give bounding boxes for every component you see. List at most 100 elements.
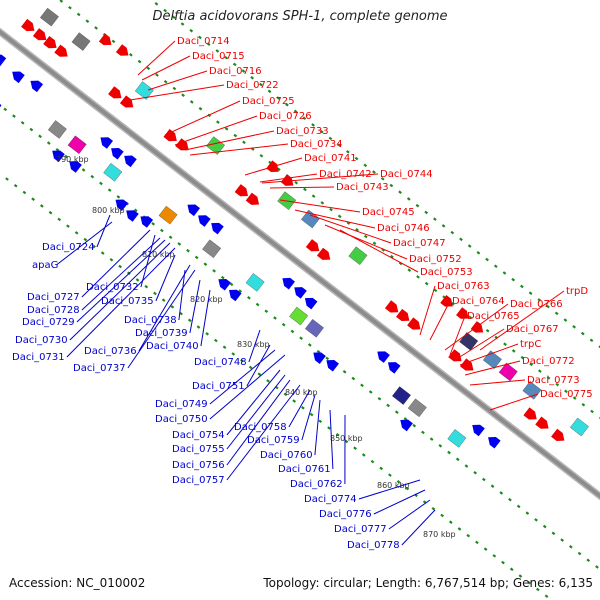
gene-arrow-shape bbox=[175, 138, 189, 151]
reverse-gene-connector bbox=[96, 214, 111, 248]
reverse-gene-arrow bbox=[488, 436, 501, 449]
gene-box-shape bbox=[498, 362, 518, 382]
gene-arrow-shape bbox=[111, 147, 124, 160]
gene-box-shape bbox=[392, 386, 411, 405]
reverse-gene-connector bbox=[200, 289, 211, 347]
reverse-gene-connector bbox=[329, 409, 334, 470]
forward-gene-connector bbox=[184, 130, 275, 151]
forward-gene-arrow bbox=[163, 129, 177, 142]
forward-gene-connector bbox=[269, 186, 335, 189]
forward-gene-label: Daci_0743 bbox=[336, 182, 389, 193]
forward-gene-arrow bbox=[43, 36, 57, 49]
gene-box-shape bbox=[407, 398, 427, 418]
forward-gene-connector bbox=[294, 209, 376, 229]
map-title: Delftia acidovorans SPH-1, complete geno… bbox=[152, 9, 448, 24]
gene-arrow-shape bbox=[100, 137, 114, 149]
gene-arrow-shape bbox=[108, 86, 122, 99]
forward-gene-box bbox=[40, 7, 59, 27]
gene-arrow-shape bbox=[316, 247, 331, 260]
forward-gene-arrow bbox=[98, 33, 112, 46]
gene-arrow-shape bbox=[535, 416, 549, 429]
accession-label: Accession: NC_010002 bbox=[9, 576, 146, 590]
gene-arrow-shape bbox=[407, 317, 421, 330]
gene-arrow-shape bbox=[305, 239, 320, 252]
forward-gene-arrow bbox=[305, 239, 320, 252]
forward-gene-connector bbox=[164, 100, 241, 136]
reverse-gene-arrow bbox=[0, 54, 7, 67]
reverse-gene-box bbox=[407, 398, 427, 418]
reverse-gene-label: Daci_0749 bbox=[155, 399, 208, 410]
reverse-gene-connector bbox=[127, 269, 196, 369]
forward-gene-label: Daci_0742 bbox=[319, 169, 372, 180]
gene-arrow-shape bbox=[280, 174, 294, 186]
forward-gene-arrow bbox=[396, 308, 410, 322]
forward-gene-label: Daci_0765 bbox=[467, 311, 520, 322]
reverse-gene-arrow bbox=[313, 352, 326, 364]
forward-gene-connector bbox=[479, 290, 565, 351]
gene-arrow-shape bbox=[115, 44, 129, 56]
forward-gene-label: Daci_0745 bbox=[362, 207, 415, 218]
gene-box-shape bbox=[301, 209, 320, 229]
reverse-gene-label: Daci_0738 bbox=[124, 315, 177, 326]
reverse-gene-arrow bbox=[294, 287, 307, 299]
reverse-gene-box bbox=[245, 273, 265, 292]
kbp-tick-label: 850 kbp bbox=[330, 434, 363, 443]
gene-arrow-shape bbox=[294, 287, 307, 299]
reverse-gene-arrow bbox=[400, 419, 413, 432]
reverse-gene-arrow bbox=[30, 80, 44, 93]
forward-gene-connector bbox=[244, 157, 303, 176]
reverse-gene-label: Daci_0729 bbox=[22, 317, 75, 328]
reverse-gene-connector bbox=[138, 264, 191, 352]
forward-gene-connector bbox=[261, 173, 379, 184]
gene-box-shape bbox=[202, 239, 222, 258]
gene-box-shape bbox=[447, 429, 467, 448]
forward-gene-label: Daci_0775 bbox=[540, 389, 593, 400]
forward-gene-arrow bbox=[384, 300, 399, 313]
reverse-gene-label: Daci_0737 bbox=[73, 363, 126, 374]
forward-gene-arrow bbox=[234, 184, 249, 197]
reverse-gene-arrow bbox=[115, 199, 129, 212]
reverse-gene-label: Daci_0757 bbox=[172, 475, 225, 486]
forward-gene-connector bbox=[147, 70, 208, 91]
gene-box-shape bbox=[305, 319, 324, 338]
reverse-gene-box bbox=[67, 135, 87, 154]
forward-gene-label: Daci_0752 bbox=[409, 254, 462, 265]
forward-gene-arrow bbox=[460, 358, 474, 371]
reverse-gene-arrow bbox=[111, 147, 124, 160]
reverse-gene-label: Daci_0759 bbox=[247, 435, 300, 446]
reverse-gene-arrow bbox=[126, 210, 139, 222]
forward-gene-connector bbox=[141, 55, 191, 81]
reverse-gene-connector bbox=[155, 254, 176, 302]
forward-gene-label: Daci_0722 bbox=[226, 80, 279, 91]
forward-gene-connector bbox=[489, 393, 539, 411]
reverse-gene-connector bbox=[140, 234, 156, 288]
gene-arrow-shape bbox=[119, 95, 134, 108]
gene-arrow-shape bbox=[472, 424, 485, 437]
forward-gene-arrow bbox=[108, 86, 122, 99]
forward-gene-arrow bbox=[407, 317, 421, 330]
forward-gene-arrow bbox=[245, 192, 260, 205]
forward-gene-arrow bbox=[280, 174, 294, 186]
gene-arrow-shape bbox=[304, 297, 318, 310]
forward-gene-label: Daci_0726 bbox=[259, 111, 312, 122]
forward-gene-label: trpC bbox=[520, 339, 541, 350]
forward-gene-arrow bbox=[440, 295, 453, 307]
reverse-gene-label: Daci_0739 bbox=[135, 328, 188, 339]
gene-arrow-shape bbox=[440, 295, 453, 307]
gene-arrow-shape bbox=[98, 33, 112, 46]
gene-arrow-shape bbox=[12, 71, 25, 84]
forward-gene-box bbox=[348, 246, 368, 265]
forward-gene-arrow bbox=[523, 407, 537, 420]
reverse-gene-label: Daci_0760 bbox=[260, 450, 313, 461]
gene-box-shape bbox=[289, 306, 309, 326]
gene-box-shape bbox=[71, 32, 91, 51]
gene-arrow-shape bbox=[140, 216, 154, 228]
forward-gene-arrow bbox=[175, 138, 189, 151]
gene-arrow-shape bbox=[187, 204, 201, 217]
forward-gene-box bbox=[71, 32, 91, 51]
gene-arrow-shape bbox=[54, 44, 68, 57]
reverse-gene-arrow bbox=[472, 424, 485, 437]
reverse-gene-connector bbox=[401, 509, 436, 546]
gene-arrow-shape bbox=[460, 358, 474, 371]
reverse-gene-label: Daci_0748 bbox=[194, 357, 247, 368]
